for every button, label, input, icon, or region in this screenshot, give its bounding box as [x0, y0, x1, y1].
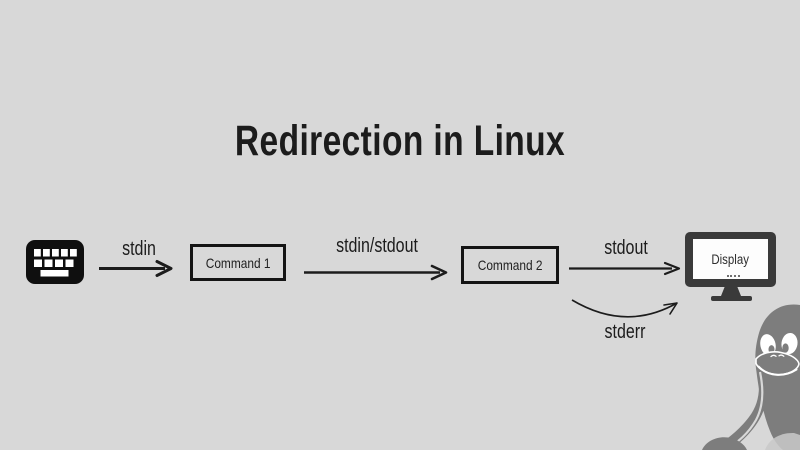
stdin-arrow-icon [99, 260, 173, 277]
command1-label: Command 1 [205, 254, 271, 271]
command1-box: Command 1 [190, 244, 286, 281]
tux-penguin-icon [702, 304, 800, 450]
monitor-speaker-grille [727, 275, 740, 277]
monitor-screen: Display [693, 239, 768, 279]
keyboard-icon [26, 240, 84, 284]
stderr-label: stderr [604, 321, 646, 343]
command2-label: Command 2 [477, 257, 543, 273]
stdout-label: stdout [604, 237, 648, 259]
display-label: Display [711, 251, 750, 267]
stderr-arrow-icon [571, 299, 678, 318]
monitor-stand-neck [721, 287, 741, 296]
stdout-arrow-icon [569, 261, 681, 276]
diagram-title: Redirection in Linux [234, 117, 566, 165]
command2-box: Command 2 [461, 246, 559, 284]
monitor-stand-base [711, 296, 752, 301]
stdin-stdout-label: stdin/stdout [336, 235, 418, 257]
stdin-label: stdin [122, 238, 156, 260]
stdin-stdout-arrow-icon [304, 264, 448, 281]
